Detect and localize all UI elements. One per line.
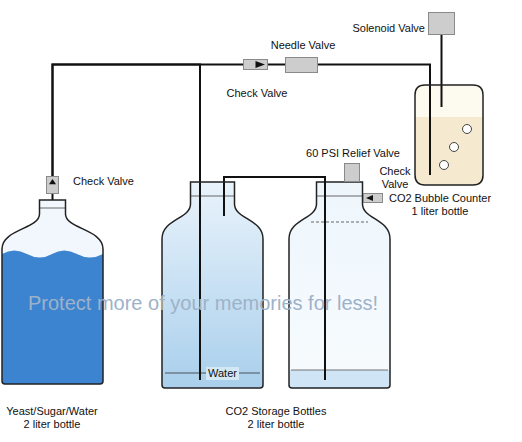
node-label: Yeast/Sugar/Water 2 liter bottle — [4, 405, 101, 431]
node-label: CO2 Storage Bottles 2 liter bottle — [224, 405, 329, 431]
flow-arrow — [244, 60, 267, 69]
needle-valve: Needle Valve — [285, 57, 318, 73]
flow-arrow — [47, 177, 58, 193]
bubble — [463, 125, 472, 134]
storage-bottle — [289, 182, 390, 390]
bottle-body — [289, 182, 390, 388]
bottle-outline — [415, 85, 483, 185]
node-label: 60 PSI Relief Valve — [306, 147, 400, 160]
check-valve: Check Valve — [243, 59, 268, 70]
water-line — [291, 370, 388, 371]
bubble — [450, 143, 459, 152]
tube — [429, 85, 431, 175]
fill-line — [311, 222, 368, 223]
tube — [223, 182, 225, 216]
arrowhead — [49, 179, 56, 184]
flow-arrow — [364, 194, 382, 202]
cap-line — [317, 196, 363, 197]
relief-valve: 60 PSI Relief Valve — [344, 163, 360, 182]
check-valve: Check Valve — [46, 176, 59, 194]
tube — [199, 182, 201, 380]
arrowhead — [256, 61, 266, 68]
bottle-outline — [289, 182, 390, 388]
yeast-liquid — [2, 251, 103, 391]
arrowhead — [366, 195, 373, 201]
bubble — [440, 161, 449, 170]
tube-connector — [53, 65, 201, 183]
bottle-outline — [162, 182, 263, 388]
bottle-drawing — [162, 182, 263, 388]
storage-bottle: CO2 Storage Bottles 2 liter bottle — [162, 182, 263, 388]
solenoid-valve: Solenoid Valve — [428, 12, 455, 35]
node-label: Check Valve — [73, 175, 134, 188]
tube-connector — [441, 35, 443, 85]
node-label: CO2 Bubble Counter 1 liter bottle — [387, 192, 493, 218]
tube-connector — [53, 65, 244, 177]
node-label: Solenoid Valve — [352, 22, 425, 35]
tube-connector — [52, 194, 54, 200]
water-label: Water — [206, 367, 239, 380]
node-label: Needle Valve — [271, 39, 336, 52]
node-label: Check Valve — [227, 87, 288, 100]
bubble-counter: CO2 Bubble Counter 1 liter bottle — [415, 85, 483, 185]
check-valve: Check Valve — [363, 193, 383, 203]
water — [289, 370, 390, 390]
node-label: Check Valve — [375, 165, 415, 191]
tube-connector — [318, 65, 430, 86]
watermark: Protect more of your memories for less! — [28, 292, 378, 315]
bottle-drawing — [415, 85, 483, 185]
tube — [441, 85, 443, 107]
tube-connector — [268, 64, 285, 66]
